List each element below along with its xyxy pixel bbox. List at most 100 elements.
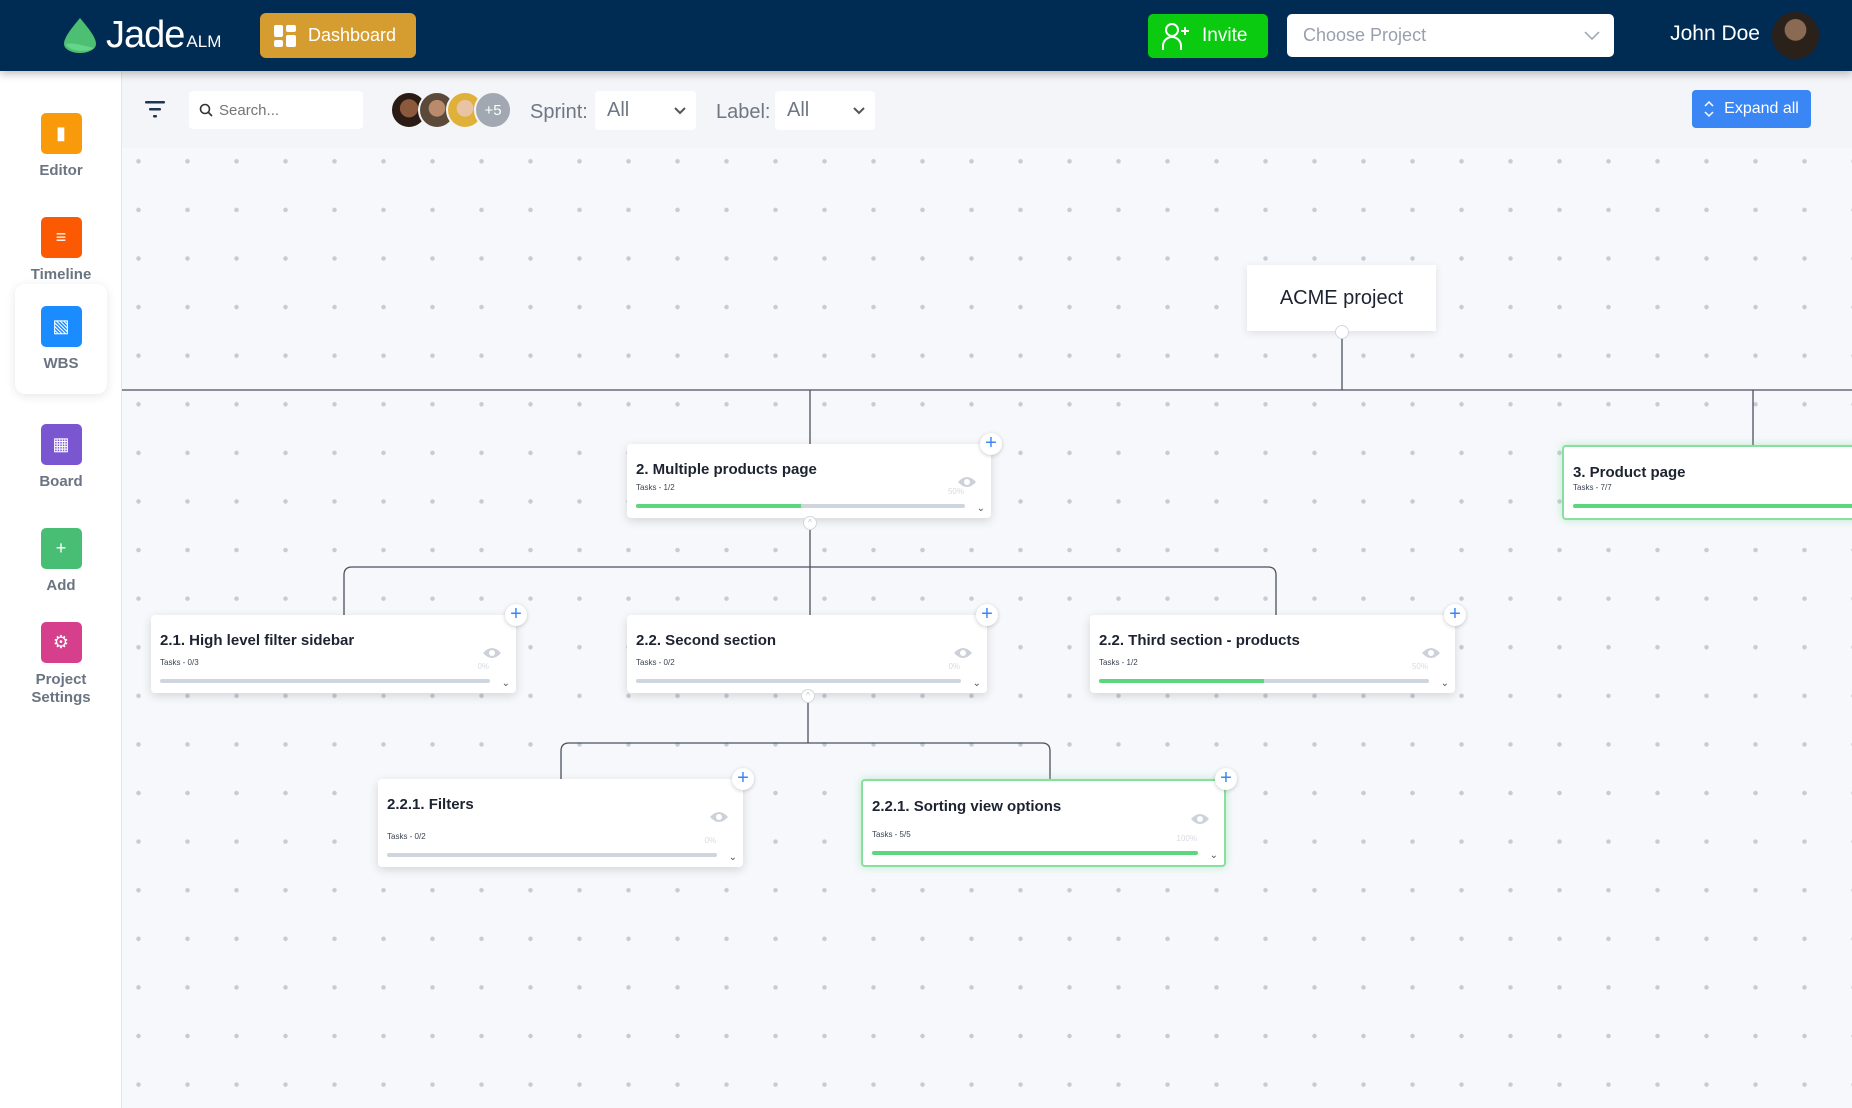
card-title: 2.2.1. Sorting view options — [872, 798, 1062, 815]
label-select[interactable]: All — [775, 91, 875, 130]
task-count: Tasks - 0/2 — [387, 832, 426, 841]
more-members-badge[interactable]: +5 — [474, 91, 512, 129]
add-user-icon — [1162, 23, 1189, 50]
board-icon: ▦ — [40, 423, 82, 465]
eye-icon[interactable] — [953, 646, 973, 660]
progress-bar — [1099, 679, 1429, 683]
leaf-logo-icon — [64, 18, 96, 53]
progress-percent: 0% — [477, 662, 489, 671]
sidebar-item-project-settings[interactable]: ⚙ Project Settings — [15, 609, 107, 719]
sprint-value: All — [607, 99, 630, 121]
chevron-down-icon — [674, 106, 686, 114]
chevron-down-icon[interactable]: ⌄ — [728, 852, 737, 863]
add-child-button[interactable]: + — [505, 604, 527, 626]
sprint-select[interactable]: All — [595, 91, 696, 130]
eye-icon[interactable] — [1421, 646, 1441, 660]
invite-button[interactable]: Invite — [1148, 14, 1268, 58]
hierarchy-icon: ▧ — [40, 305, 82, 347]
eye-icon[interactable] — [482, 646, 502, 660]
root-node[interactable]: ACME project — [1247, 265, 1436, 331]
eye-icon[interactable] — [957, 475, 977, 489]
dashboard-label: Dashboard — [308, 25, 397, 45]
add-child-button[interactable]: + — [1215, 768, 1237, 790]
eye-icon[interactable] — [709, 810, 729, 824]
chevron-down-icon[interactable]: ⌄ — [501, 678, 510, 689]
invite-label: Invite — [1202, 25, 1248, 46]
jade-alm-logo[interactable]: Jade ALM — [60, 16, 221, 54]
progress-percent: 50% — [947, 487, 964, 496]
chevron-down-icon — [853, 106, 865, 114]
task-count: Tasks - 1/2 — [636, 483, 675, 492]
progress-bar — [872, 851, 1198, 855]
card-title: 2.2.1. Filters — [387, 796, 474, 813]
dashboard-button[interactable]: Dashboard — [260, 13, 416, 58]
add-child-button[interactable]: + — [976, 604, 998, 626]
progress-fill — [636, 504, 801, 508]
task-count: Tasks - 5/5 — [872, 830, 911, 839]
gear-icon: ⚙ — [40, 621, 82, 663]
sidebar-item-label: Add — [46, 576, 76, 594]
sidebar-item-editor[interactable]: ▮ Editor — [15, 91, 107, 201]
chevron-down-icon[interactable]: ⌄ — [1209, 850, 1218, 861]
card-title: 2.2. Third section - products — [1099, 632, 1300, 649]
task-count: Tasks - 7/7 — [1573, 483, 1612, 492]
card-title: 2. Multiple products page — [636, 461, 817, 478]
add-child-button[interactable]: + — [1444, 604, 1466, 626]
add-icon: + — [40, 527, 82, 569]
user-avatar[interactable] — [1772, 12, 1819, 59]
search-input[interactable] — [219, 101, 349, 119]
sidebar-item-board[interactable]: ▦ Board — [15, 402, 107, 512]
dashboard-icon — [274, 24, 296, 47]
progress-bar — [1573, 504, 1852, 508]
member-avatars[interactable]: +5 — [390, 91, 512, 129]
sidebar-item-timeline[interactable]: ≡ Timeline — [15, 195, 107, 305]
chevron-down-icon[interactable]: ⌄ — [972, 678, 981, 689]
sidebar-item-label: Board — [39, 472, 83, 490]
progress-percent: 100% — [1176, 834, 1197, 843]
label-value: All — [787, 99, 810, 121]
progress-fill — [1099, 679, 1264, 683]
expand-icon — [1704, 100, 1714, 118]
eye-icon[interactable] — [1190, 812, 1210, 826]
add-child-button[interactable]: + — [980, 433, 1002, 455]
chevron-down-icon[interactable]: ⌄ — [976, 503, 985, 514]
progress-bar — [636, 504, 965, 508]
file-icon: ▮ — [40, 112, 82, 154]
sidebar: ▮ Editor ≡ Timeline ▧ WBS ▦ Board + Add ⚙ Project S… — [0, 71, 122, 1108]
collapse-toggle[interactable]: ^ — [801, 689, 815, 703]
chevron-down-icon — [1584, 30, 1600, 40]
filter-icon[interactable] — [144, 99, 166, 121]
card-title: 2.1. High level filter sidebar — [160, 632, 355, 649]
label-filter-label: Label: — [716, 101, 771, 123]
collapse-toggle[interactable] — [1335, 325, 1349, 339]
add-child-button[interactable]: + — [732, 768, 754, 790]
collapse-toggle[interactable]: ^ — [803, 516, 817, 530]
progress-fill — [872, 851, 1198, 855]
chevron-down-icon[interactable]: ⌄ — [1440, 678, 1449, 689]
progress-fill — [1573, 504, 1852, 508]
expand-all-label: Expand all — [1724, 100, 1799, 117]
project-placeholder: Choose Project — [1303, 25, 1427, 45]
timeline-icon: ≡ — [40, 216, 82, 258]
sidebar-item-label: Timeline — [30, 265, 92, 283]
sidebar-item-label: WBS — [43, 354, 79, 372]
sidebar-item-label: Project Settings — [31, 670, 91, 706]
sidebar-item-label: Editor — [39, 161, 83, 179]
progress-percent: 0% — [704, 836, 716, 845]
task-count: Tasks - 0/2 — [636, 658, 675, 667]
search-box[interactable] — [189, 91, 363, 129]
expand-all-button[interactable]: Expand all — [1692, 90, 1811, 128]
sidebar-item-add[interactable]: + Add — [15, 506, 107, 616]
toolbar: +5 Sprint: All Label: All Expand all — [122, 71, 1852, 148]
task-count: Tasks - 1/2 — [1099, 658, 1138, 667]
choose-project-select[interactable]: Choose Project — [1287, 14, 1614, 57]
user-name[interactable]: John Doe — [1670, 22, 1760, 45]
sidebar-item-wbs[interactable]: ▧ WBS — [15, 284, 107, 394]
